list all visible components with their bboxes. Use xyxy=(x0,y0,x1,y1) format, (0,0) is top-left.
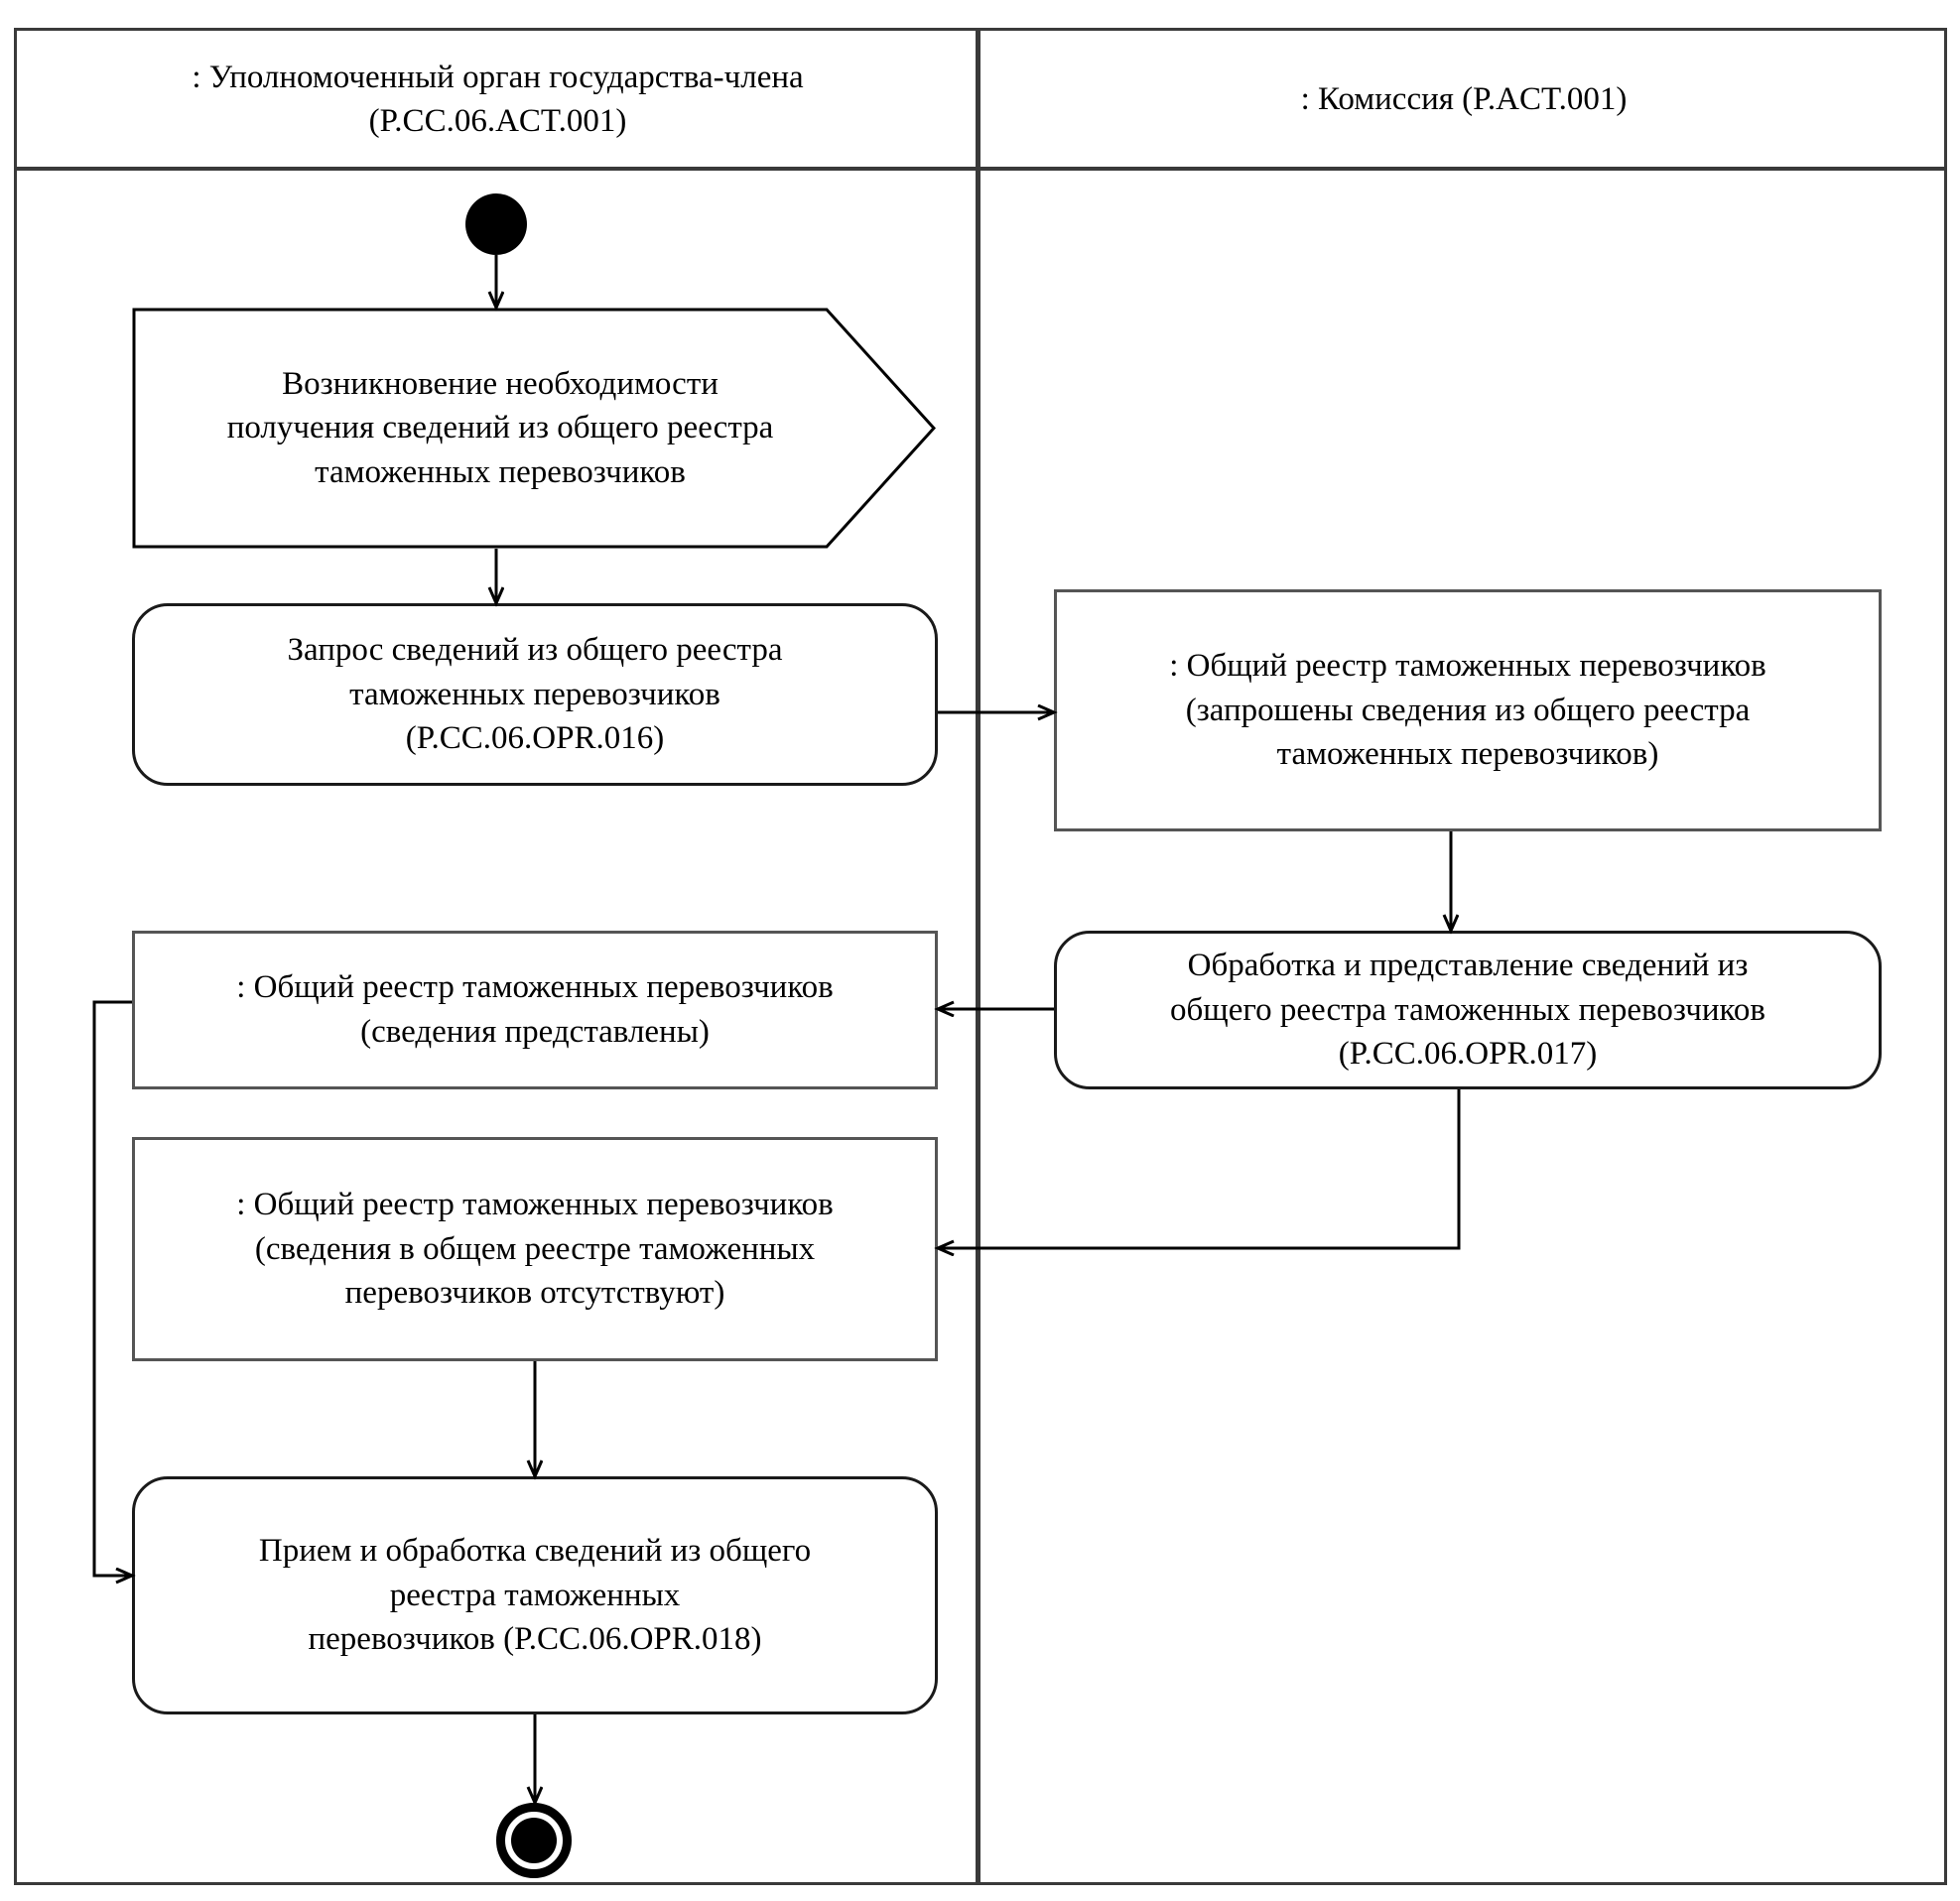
node-action-opr-016: Запрос сведений из общего реестра таможе… xyxy=(132,603,938,786)
signal-shape-icon xyxy=(132,308,936,549)
node-action-opr-017: Обработка и представление сведений из об… xyxy=(1054,931,1882,1089)
node-label: Возникновение необходимости получения св… xyxy=(226,365,774,490)
swimlane-header-member-state-authority: : Уполномоченный орган государства-члена… xyxy=(20,34,976,167)
final-node xyxy=(496,1803,572,1878)
swimlane-divider xyxy=(976,28,980,1885)
node-signal-need: Возникновение необходимости получения св… xyxy=(132,308,936,549)
node-object-requested: : Общий реестр таможенных перевозчиков (… xyxy=(1054,589,1882,831)
swimlane-frame xyxy=(14,28,1947,1885)
swimlane-header-line2: (P.CC.06.ACT.001) xyxy=(368,103,627,139)
node-label: : Общий реестр таможенных перевозчиков (… xyxy=(236,1187,834,1312)
node-label: : Общий реестр таможенных перевозчиков (… xyxy=(1169,648,1766,773)
node-object-absent: : Общий реестр таможенных перевозчиков (… xyxy=(132,1137,938,1361)
initial-node xyxy=(465,193,527,255)
node-action-opr-018: Прием и обработка сведений из общего рее… xyxy=(132,1476,938,1714)
node-label: : Общий реестр таможенных перевозчиков (… xyxy=(236,969,834,1050)
swimlane-header-line1: : Уполномоченный орган государства-члена xyxy=(192,60,804,96)
swimlane-header-separator xyxy=(14,167,1947,171)
node-object-provided: : Общий реестр таможенных перевозчиков (… xyxy=(132,931,938,1089)
node-label: Прием и обработка сведений из общего рее… xyxy=(258,1533,812,1658)
swimlane-header-commission: : Комиссия (P.ACT.001) xyxy=(980,34,1947,167)
swimlane-header-line1: : Комиссия (P.ACT.001) xyxy=(1300,81,1628,118)
node-label: Обработка и представление сведений из об… xyxy=(1170,948,1765,1073)
node-label: Запрос сведений из общего реестра таможе… xyxy=(287,632,783,757)
